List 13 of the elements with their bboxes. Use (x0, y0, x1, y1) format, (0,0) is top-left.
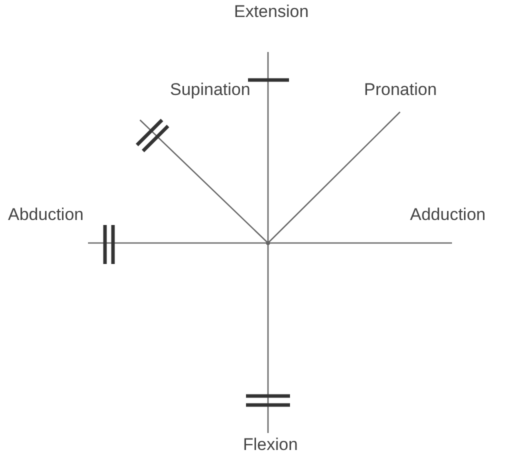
motion-label: Pronation (364, 80, 437, 100)
axis-line (268, 242, 452, 244)
axis-line (140, 120, 268, 244)
center-point (266, 241, 270, 245)
motion-label: Supination (170, 80, 250, 100)
axis-line (267, 243, 269, 433)
axis-line (267, 52, 269, 243)
motion-label: Flexion (243, 435, 298, 455)
motion-label: Adduction (410, 205, 486, 225)
axis-line (268, 112, 400, 244)
axis-line (88, 242, 268, 244)
motion-label: Extension (234, 2, 309, 22)
motion-label: Abduction (8, 205, 84, 225)
